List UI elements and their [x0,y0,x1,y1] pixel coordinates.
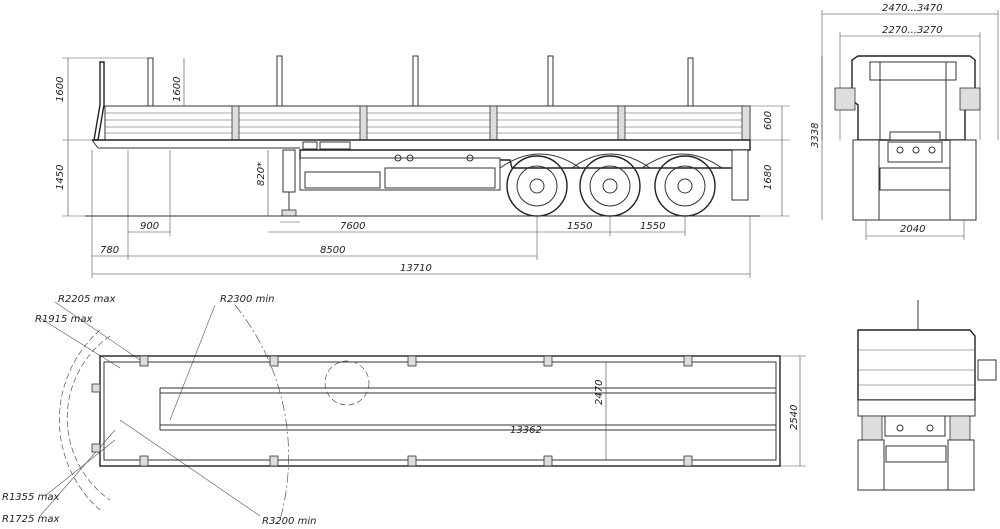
stake-pockets [91,355,693,467]
dim-1680: 1680 [763,165,774,190]
dim-r1915: R1915 max [35,314,92,325]
dim-1550-a: 1550 [567,221,592,232]
dim-track: 2040 [900,224,925,235]
chassis [91,139,751,191]
dim-1550-b: 1550 [640,221,665,232]
dim-1450: 1450 [55,165,66,190]
dim-900: 900 [140,221,159,232]
plan-view: R2205 max R1915 max R2300 min R1355 max … [2,294,806,527]
dim-13710: 13710 [400,263,432,274]
dim-plan-outer-width: 2540 [789,405,800,430]
dim-8500: 8500 [320,245,345,256]
side-dims-bottom [91,150,751,278]
rear-view [857,300,997,491]
side-dims-left [62,57,269,217]
side-view: 1600 1600 1450 820* 600 1680 [55,55,790,278]
landing-gear [280,149,300,223]
front-view: 2470...3470 2270...3270 3338 2040 [810,3,999,240]
wheels [499,149,749,217]
dim-820: 820* [256,162,267,186]
stakes [147,55,694,107]
dim-plan-length: 13362 [510,425,542,436]
dim-r3200: R3200 min [262,516,316,527]
dim-600: 600 [763,111,774,130]
side-dims-right [750,105,790,217]
dim-plan-inner-width: 2470 [594,380,605,405]
side-boards [104,105,751,141]
dim-width-max: 2470...3470 [882,3,942,14]
dim-1600-left: 1600 [55,77,66,102]
dim-r2300: R2300 min [220,294,274,305]
headboard [93,61,105,141]
dim-width-min: 2270...3270 [882,25,942,36]
dim-r2205: R2205 max [58,294,115,305]
dim-7600: 7600 [340,221,365,232]
dim-780: 780 [100,245,119,256]
dim-r1355: R1355 max [2,492,59,503]
dim-1600-inner: 1600 [172,77,183,102]
dim-height: 3338 [810,123,821,148]
dim-r1725: R1725 max [2,514,59,525]
